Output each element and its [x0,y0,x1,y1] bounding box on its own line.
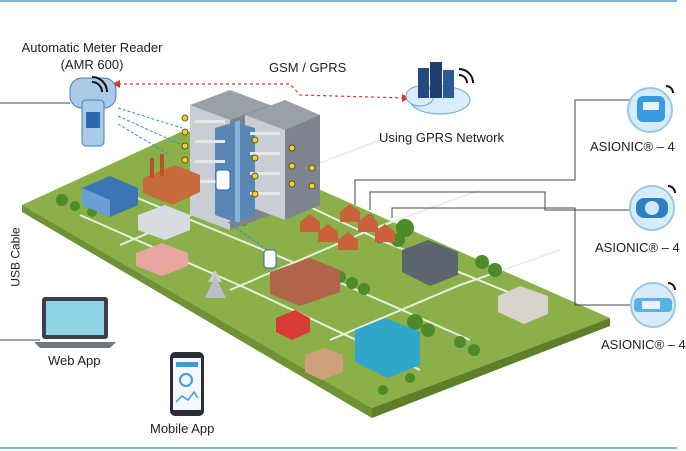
asionic-meter-1-icon [627,85,674,133]
handheld-reader-icon [215,169,277,269]
gsm-link [112,80,410,102]
apartment-buildings [190,90,320,230]
meter-connector-lines [0,99,630,341]
web-app-label: Web App [48,353,101,368]
asionic-meter-1-label: ASIONIC® – 4 [590,139,675,154]
wireless-signal-lines [117,107,271,253]
gsm-gprs-label: GSM / GPRS [269,60,347,75]
amr-model-label: (AMR 600) [60,57,124,72]
asionic-meter-2-label: ASIONIC® – 4 [595,240,680,255]
houses [300,204,395,250]
small-buildings [82,154,548,380]
mobile-app-label: Mobile App [150,421,215,436]
asionic-meter-3-icon [630,282,676,328]
laptop-icon [34,297,116,348]
usb-cable-label: USB Cable [8,227,23,287]
asionic-meter-3-label: ASIONIC® – 4 [601,337,686,352]
amr-device-icon [69,76,117,147]
asionic-meter-2-icon [629,185,676,231]
bottom-border [0,447,677,449]
gprs-network-label: Using GPRS Network [379,130,504,145]
cloud-server-icon [405,62,474,115]
mobile-phone-icon [170,352,204,416]
amr-title-label: Automatic Meter Reader [21,40,163,55]
top-border [0,0,677,2]
